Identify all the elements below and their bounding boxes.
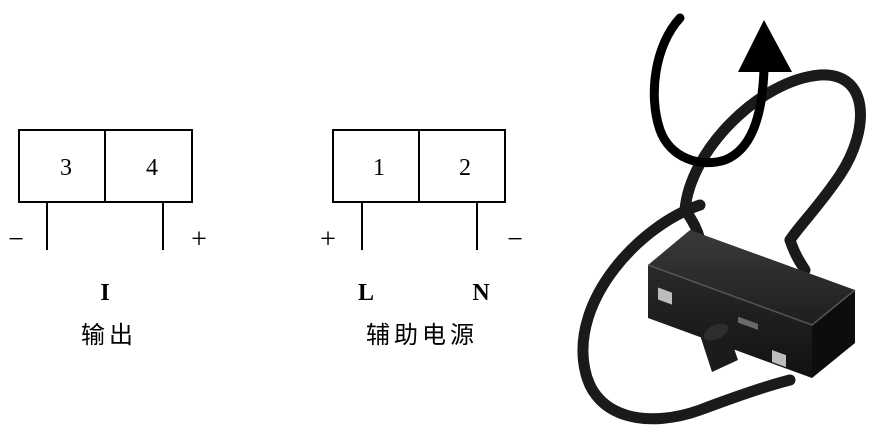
output-positive-sign: + <box>191 224 207 255</box>
terminal-1-label: 1 <box>373 155 385 181</box>
coil-label-plate <box>738 316 758 330</box>
power-positive-sign: + <box>320 224 336 255</box>
coil-body-edge <box>647 264 856 326</box>
rogowski-coil-icon <box>577 13 866 425</box>
output-signal-label: I <box>100 280 109 306</box>
rotation-arrow-head <box>738 20 792 72</box>
coil-body-side <box>812 290 855 378</box>
coil-body-front <box>648 265 812 378</box>
terminal-3-label: 3 <box>60 155 72 181</box>
coil-loop-right <box>784 234 811 276</box>
coil-gland-ring <box>703 323 729 341</box>
output-terminal-block: 3 4 − + I 输出 <box>8 129 207 349</box>
terminal-4-label: 4 <box>146 155 158 181</box>
coil-loop-front <box>577 199 796 425</box>
power-terminal-block: 1 2 + − L N 辅助电源 <box>320 129 523 349</box>
terminal-2-label: 2 <box>459 155 471 181</box>
power-caption: 辅助电源 <box>366 321 478 349</box>
coil-loop-back <box>679 69 866 246</box>
output-caption: 输出 <box>81 321 137 349</box>
rotation-arrow-shaft <box>649 13 769 168</box>
output-negative-sign: − <box>8 224 24 255</box>
power-n-label: N <box>472 280 490 306</box>
coil-port-right <box>772 349 786 368</box>
coil-body-top <box>648 230 855 325</box>
power-negative-sign: − <box>507 224 523 255</box>
power-l-label: L <box>358 280 374 306</box>
coil-port-left <box>658 287 672 305</box>
